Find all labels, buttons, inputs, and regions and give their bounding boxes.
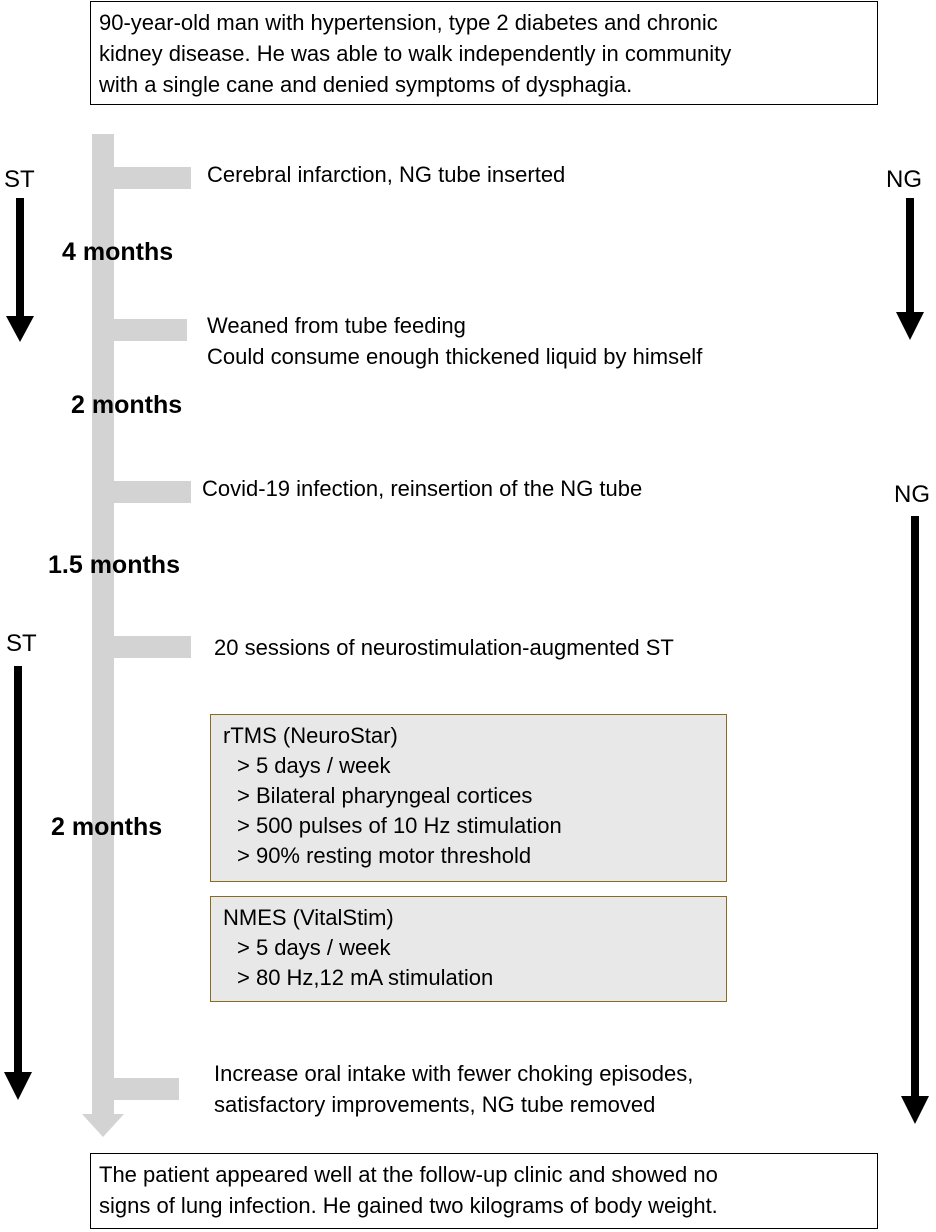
nmes-item: > 80 Hz,12 mA stimulation [237, 965, 494, 990]
ng-label-2: NG [894, 481, 930, 508]
rtms-item: > Bilateral pharyngeal cortices [237, 783, 533, 808]
duration-label: 2 months [71, 391, 183, 419]
nmes-item: > 5 days / week [237, 935, 391, 960]
timeline-tick-1 [114, 167, 191, 189]
event-line: Increase oral intake with fewer choking … [214, 1061, 694, 1086]
nmes-box: NMES (VitalStim) > 5 days / week > 80 Hz… [210, 896, 727, 1002]
history-line: with a single cane and denied symptoms o… [99, 72, 633, 97]
history-line: 90-year-old man with hypertension, type … [99, 10, 718, 35]
duration-label: 2 months [51, 813, 163, 841]
event-line: Cerebral infarction, NG tube inserted [207, 162, 566, 187]
event-line: 20 sessions of neurostimulation-augmente… [214, 635, 674, 660]
ng-label-1: NG [886, 166, 922, 193]
duration-label: 4 months [62, 238, 174, 266]
event-line: Covid-19 infection, reinsertion of the N… [202, 476, 643, 501]
ng-arrow-1 [896, 198, 924, 340]
follow-up-box: The patient appeared well at the follow-… [90, 1153, 878, 1229]
event-line: Could consume enough thickened liquid by… [207, 344, 703, 369]
timeline-tick-3 [114, 481, 191, 503]
duration-label: 1.5 months [48, 551, 180, 579]
st-label-1: ST [4, 166, 35, 193]
rtms-item: > 500 pulses of 10 Hz stimulation [237, 813, 562, 838]
st-arrow-1 [6, 198, 34, 342]
follow-up-line: signs of lung infection. He gained two k… [99, 1193, 718, 1218]
st-arrow-2 [4, 666, 32, 1100]
event-weaned: Weaned from tube feeding Could consume e… [207, 310, 702, 372]
timeline-spine [92, 134, 114, 1118]
timeline-tick-5 [114, 1078, 179, 1100]
event-covid: Covid-19 infection, reinsertion of the N… [202, 473, 642, 504]
event-line: Weaned from tube feeding [207, 313, 466, 338]
event-line: satisfactory improvements, NG tube remov… [214, 1092, 656, 1117]
timeline-tick-2 [114, 319, 187, 341]
rtms-item: > 90% resting motor threshold [237, 843, 532, 868]
timeline-arrowhead [82, 1114, 124, 1137]
history-line: kidney disease. He was able to walk inde… [99, 41, 732, 66]
st-label-2: ST [6, 630, 37, 657]
rtms-box: rTMS (NeuroStar) > 5 days / week > Bilat… [210, 714, 727, 882]
rtms-title: rTMS (NeuroStar) [223, 723, 398, 748]
ng-arrow-2 [901, 516, 929, 1124]
event-outcome: Increase oral intake with fewer choking … [214, 1058, 693, 1120]
nmes-title: NMES (VitalStim) [223, 905, 394, 930]
event-sessions: 20 sessions of neurostimulation-augmente… [214, 632, 674, 663]
patient-history-box: 90-year-old man with hypertension, type … [90, 1, 878, 105]
timeline-tick-4 [114, 636, 191, 658]
follow-up-line: The patient appeared well at the follow-… [99, 1162, 718, 1187]
rtms-item: > 5 days / week [237, 753, 391, 778]
event-cerebral-infarction: Cerebral infarction, NG tube inserted [207, 159, 565, 190]
